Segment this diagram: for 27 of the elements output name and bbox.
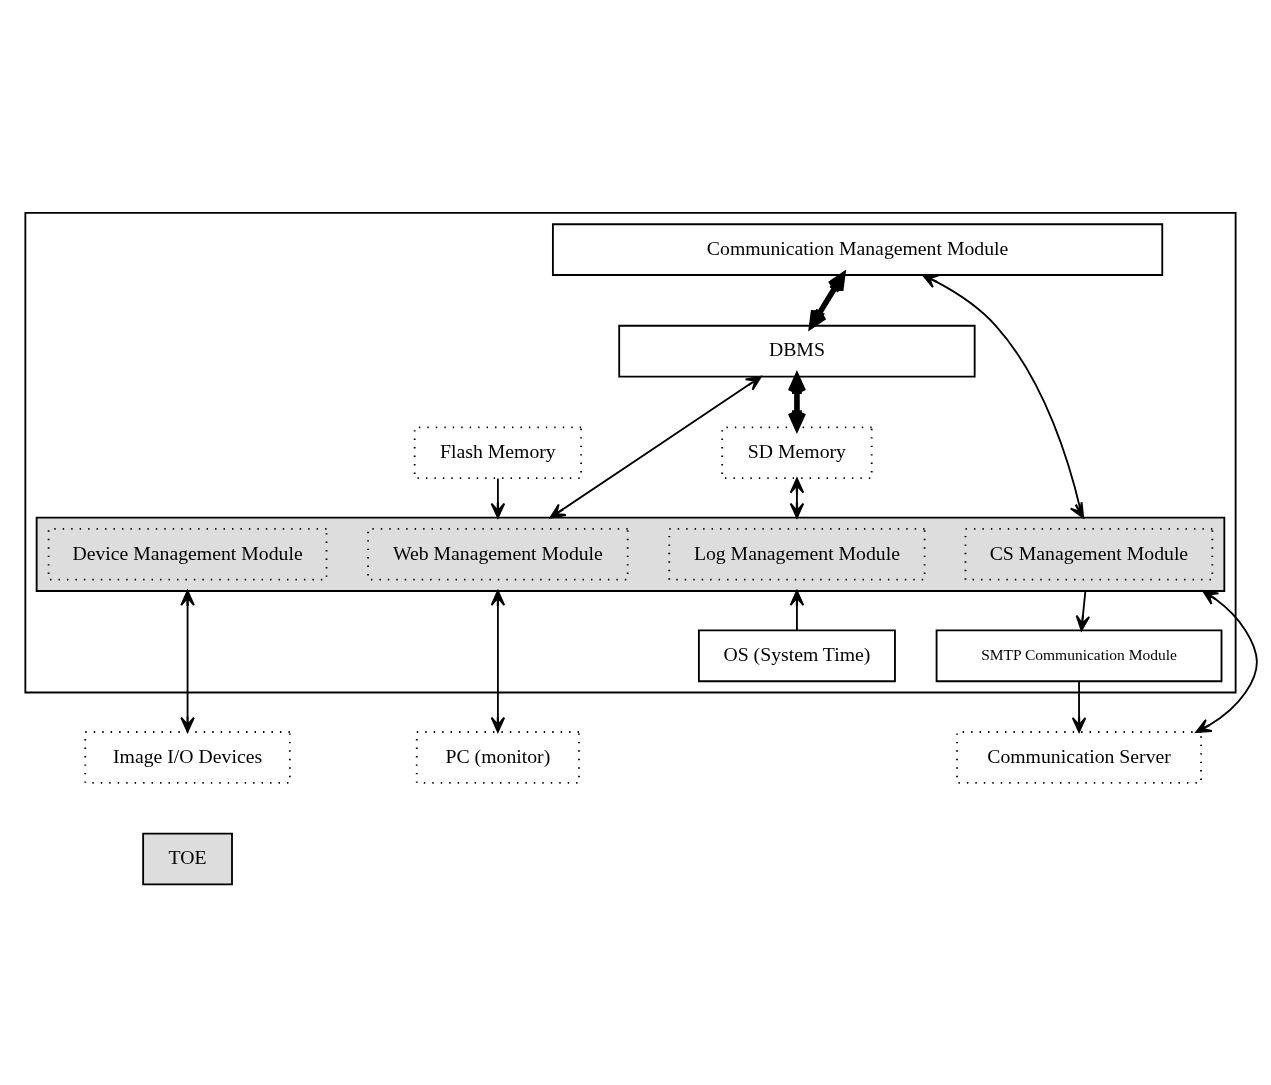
- arrow: [789, 589, 805, 631]
- node-box: DBMS: [618, 324, 976, 377]
- node-box: Device Management Module: [47, 527, 328, 581]
- node-box: SMTP Communication Module: [935, 629, 1223, 682]
- cluster: [24, 211, 1237, 693]
- legend-label: TOE: [168, 845, 207, 868]
- arrow: [808, 271, 846, 329]
- arrow: [1071, 680, 1087, 733]
- node-box: CS Management Module: [964, 527, 1214, 581]
- node-box: Web Management Module: [367, 527, 629, 581]
- node-box: Flash Memory: [413, 425, 583, 479]
- node-box: Communication Management Module: [552, 222, 1164, 276]
- arrow: [789, 477, 805, 519]
- arrow: [180, 589, 195, 733]
- node-box: Log Management Module: [668, 527, 926, 581]
- arrow: [1195, 589, 1258, 733]
- arrow: [549, 375, 762, 519]
- arrow: [490, 589, 506, 733]
- arrow: [922, 273, 1085, 519]
- node-box: SD Memory: [721, 425, 873, 479]
- node-box: PC (monitor): [415, 730, 580, 784]
- node-box: Image I/O Devices: [84, 730, 291, 784]
- cluster: [35, 516, 1226, 592]
- node-box: Communication Server: [956, 730, 1202, 784]
- node-box: OS (System Time): [698, 629, 896, 682]
- arrow: [490, 477, 506, 519]
- arrow: [1075, 589, 1091, 631]
